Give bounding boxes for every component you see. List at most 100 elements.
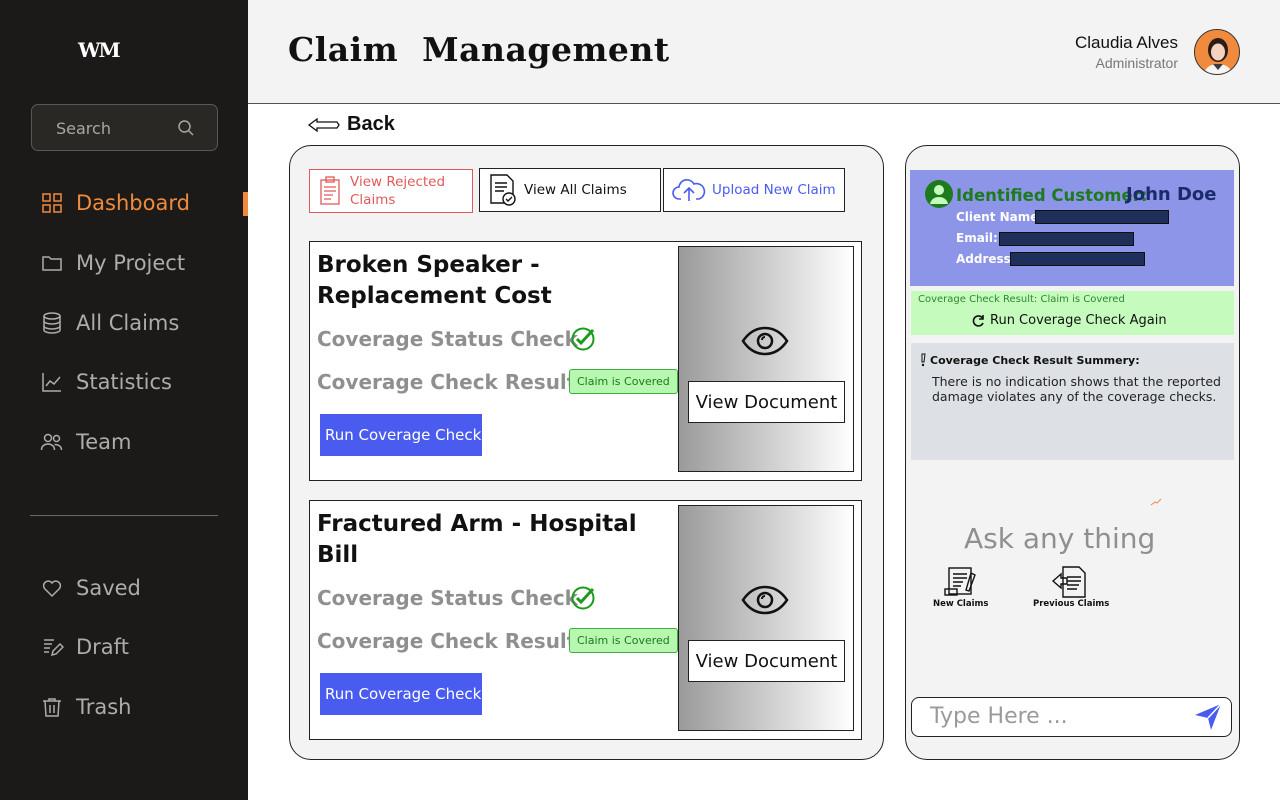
sidebar-item-label: Team xyxy=(76,430,132,454)
new-claims-label: New Claims xyxy=(933,599,989,609)
claims-panel: View Rejected Claims View All Claims Upl… xyxy=(289,145,884,760)
coverage-summary-box: Coverage Check Result Summery: There is … xyxy=(911,343,1234,460)
active-indicator xyxy=(243,192,248,216)
sidebar-item-saved[interactable]: Saved xyxy=(40,573,141,603)
rerun-label: Run Coverage Check Again xyxy=(990,313,1167,328)
client-name-label: Client Name: xyxy=(956,210,1044,224)
sidebar-item-label: Draft xyxy=(76,635,129,659)
upload-new-claim-button[interactable]: Upload New Claim xyxy=(663,168,845,212)
sidebar-item-label: Saved xyxy=(76,576,141,600)
coverage-status-label: Coverage Status Check xyxy=(317,327,578,351)
grid-icon xyxy=(42,193,62,213)
send-icon[interactable] xyxy=(1193,702,1223,732)
check-circle-icon xyxy=(571,586,595,610)
assistant-panel: Identified Customer: John Doe Client Nam… xyxy=(905,145,1240,760)
address-label: Address: xyxy=(956,252,1016,266)
sidebar-item-label: Trash xyxy=(76,695,132,719)
eye-icon xyxy=(741,585,789,615)
client-name-redacted xyxy=(1035,210,1169,224)
previous-claims-icon xyxy=(1052,566,1086,598)
check-circle-icon xyxy=(571,327,595,351)
new-claims-icon xyxy=(944,567,976,596)
search-icon[interactable] xyxy=(177,119,195,137)
identified-customer-label: Identified Customer: xyxy=(956,186,1148,205)
sidebar-item-draft[interactable]: Draft xyxy=(40,632,129,662)
claim-card: Fractured Arm - Hospital Bill Coverage S… xyxy=(309,500,862,740)
document-preview: View Document xyxy=(678,505,854,731)
claim-title: Broken Speaker - Replacement Cost xyxy=(317,252,552,309)
user-avatar-icon xyxy=(1195,30,1239,74)
search-input[interactable]: Search xyxy=(56,119,111,138)
sidebar-divider xyxy=(30,515,218,516)
document-preview: View Document xyxy=(678,246,854,472)
page-title: Claim Management xyxy=(288,30,670,69)
avatar[interactable] xyxy=(1194,29,1240,75)
run-coverage-check-button[interactable]: Run Coverage Check xyxy=(320,673,482,715)
summary-title-text: Coverage Check Result Summery: xyxy=(930,353,1140,367)
user-icon xyxy=(925,180,953,208)
view-all-claims-button[interactable]: View All Claims xyxy=(479,168,661,212)
chat-input[interactable]: Type Here ... xyxy=(911,697,1232,737)
header: Claim Management Claudia Alves Administr… xyxy=(248,0,1280,104)
status-badge: Claim is Covered xyxy=(569,369,678,394)
edit-icon xyxy=(44,639,64,657)
database-icon xyxy=(43,312,61,334)
sidebar-item-all-claims[interactable]: All Claims xyxy=(40,308,179,338)
claims-document-icon xyxy=(490,174,516,206)
user-name: Claudia Alves xyxy=(1074,33,1178,52)
sidebar-item-team[interactable]: Team xyxy=(40,427,132,457)
sidebar-item-statistics[interactable]: Statistics xyxy=(40,367,172,397)
address-redacted xyxy=(1010,252,1145,266)
claim-title: Fractured Arm - Hospital Bill xyxy=(317,511,637,568)
app-logo: WM xyxy=(78,38,121,62)
coverage-result-box: Coverage Check Result: Claim is Covered … xyxy=(911,291,1234,335)
sidebar-item-my-project[interactable]: My Project xyxy=(40,248,185,278)
user-role: Administrator xyxy=(1095,55,1178,71)
back-label: Back xyxy=(347,113,395,135)
sidebar: WM Search Dashboard My Project All Claim… xyxy=(0,0,248,800)
view-document-button[interactable]: View Document xyxy=(688,640,845,682)
email-redacted xyxy=(999,232,1134,246)
sidebar-item-label: All Claims xyxy=(76,311,180,335)
chat-input-placeholder: Type Here ... xyxy=(930,704,1068,729)
view-document-button[interactable]: View Document xyxy=(688,381,845,423)
folder-icon xyxy=(42,256,62,271)
sidebar-item-label: My Project xyxy=(76,251,186,275)
previous-claims-label: Previous Claims xyxy=(1033,599,1110,609)
search-box[interactable]: Search xyxy=(31,104,218,151)
summary-text: There is no indication shows that the re… xyxy=(932,374,1221,404)
upload-new-claim-label: Upload New Claim xyxy=(712,182,836,198)
coverage-result-label: Coverage Check Result: xyxy=(317,370,585,394)
coverage-result-text: Coverage Check Result: Claim is Covered xyxy=(918,294,1125,305)
status-badge: Claim is Covered xyxy=(569,628,678,653)
run-coverage-check-button[interactable]: Run Coverage Check xyxy=(320,414,482,456)
rejected-claims-icon xyxy=(320,176,340,205)
summary-title: Coverage Check Result Summery: xyxy=(919,353,1140,367)
back-arrow-icon xyxy=(307,117,340,132)
view-rejected-claims-button[interactable]: View Rejected Claims xyxy=(309,169,473,213)
sidebar-item-label: Statistics xyxy=(76,370,172,394)
coverage-result-label: Coverage Check Result: xyxy=(317,629,585,653)
new-claims-shortcut[interactable]: New Claims xyxy=(933,565,988,609)
chart-icon xyxy=(42,373,61,392)
eye-icon xyxy=(741,326,789,356)
coverage-status-label: Coverage Status Check xyxy=(317,586,578,610)
trash-icon xyxy=(43,698,61,717)
customer-name: John Doe xyxy=(1126,184,1217,205)
sparkle-icon xyxy=(1150,498,1162,506)
email-label: Email: xyxy=(956,231,998,245)
identified-customer-card: Identified Customer: John Doe Client Nam… xyxy=(910,170,1234,286)
back-button[interactable]: Back xyxy=(307,113,395,136)
cloud-upload-icon xyxy=(672,179,706,201)
view-all-claims-label: View All Claims xyxy=(524,182,627,198)
view-rejected-claims-label: View Rejected Claims xyxy=(350,174,446,208)
refresh-icon xyxy=(972,314,984,327)
run-coverage-check-again-button[interactable]: Run Coverage Check Again xyxy=(971,313,1167,328)
team-icon xyxy=(40,433,63,451)
exclamation-icon xyxy=(921,353,926,367)
sidebar-item-dashboard[interactable]: Dashboard xyxy=(40,188,190,218)
previous-claims-shortcut[interactable]: Previous Claims xyxy=(1033,565,1109,609)
heart-icon xyxy=(42,580,62,598)
claim-card: Broken Speaker - Replacement Cost Covera… xyxy=(309,241,862,481)
sidebar-item-trash[interactable]: Trash xyxy=(40,692,132,722)
